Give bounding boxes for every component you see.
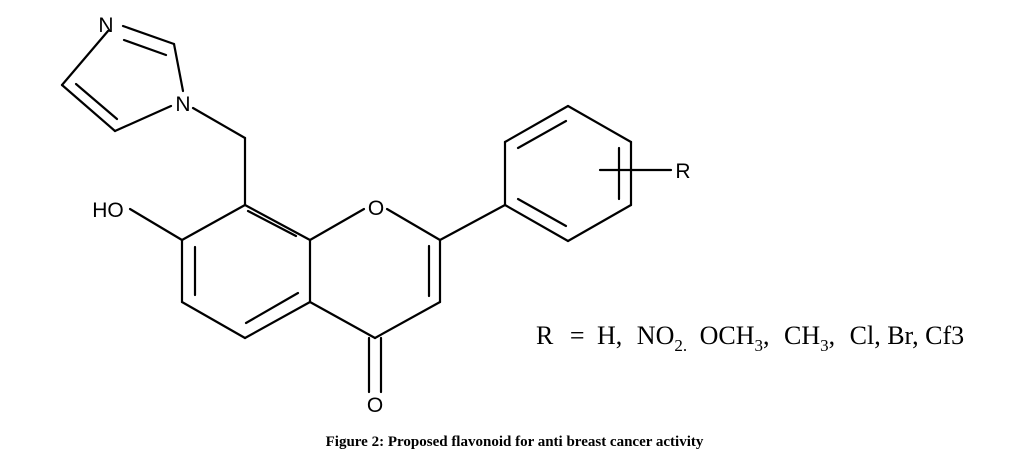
sub-ch3-base: CH [784,321,820,350]
sub-ch3-comma: , [829,321,836,350]
imidazole-n1-label: N [175,93,190,116]
hydroxyl-bond [128,207,184,242]
chemical-structure: N N HO O O R R = H, NO2. OCH3, CH3, Cl, … [60,14,964,417]
methylene-linker [191,106,247,140]
r-symbol: R [536,321,554,350]
sub-ch3-subscript: 3 [820,336,829,355]
equals-sign: = [570,321,585,350]
sub-no2-base: NO [637,321,675,350]
substituent-definition: R = H, NO2. OCH3, CH3, Cl, Br, Cf3 [536,321,964,357]
sub-och3-subscript: 3 [755,336,764,355]
sub-och3-base: OCH [700,321,755,350]
ring-oxygen-label: O [368,197,384,220]
phenyl-link-bond [438,203,507,242]
pyranone-ring [308,207,442,340]
benzo-ring [180,203,312,340]
sub-no2-subscript: 2. [674,336,687,355]
sub-och3-comma: , [763,321,770,350]
imidazole-n3-label: N [98,14,113,37]
imidazole-ring [60,24,185,133]
sub-h: H, [597,321,622,350]
substituent-label: R [675,160,690,183]
carbonyl-oxygen-label: O [367,394,383,417]
hydroxyl-label: HO [92,199,124,222]
phenyl-ring [503,104,633,243]
figure-caption: Figure 2: Proposed flavonoid for anti br… [325,434,704,450]
sub-rest: Cl, Br, Cf3 [850,321,965,350]
